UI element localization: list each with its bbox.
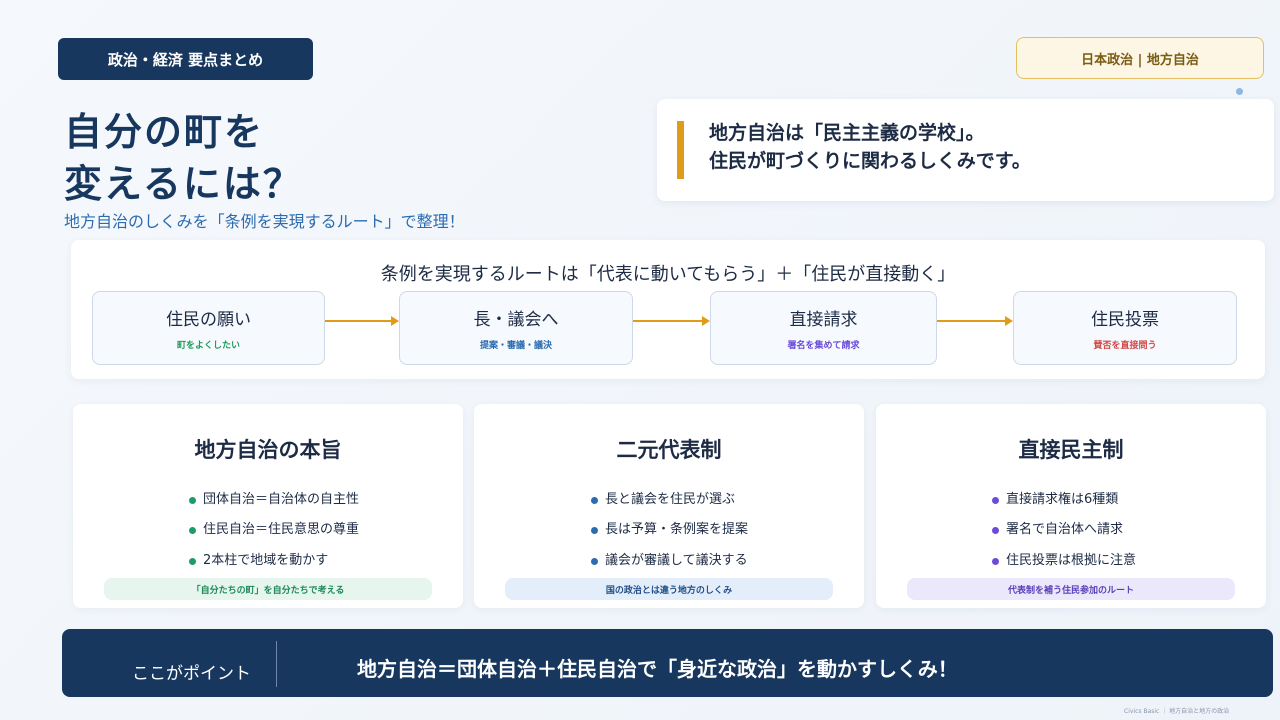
bullet-item: 長と議会を住民が選ぶ xyxy=(591,488,735,507)
key-point-bar: ここがポイント 地方自治＝団体自治＋住民自治で「身近な政治」を動かすしくみ！ xyxy=(62,629,1273,697)
quote-text: 地方自治は「民主主義の学校」。 住民が町づくりに関わるしくみです。 xyxy=(709,119,1031,175)
route-step-title: 住民の願い xyxy=(166,310,251,330)
route-step-title: 直接請求 xyxy=(789,310,858,330)
bullet-item: 団体自治＝自治体の自主性 xyxy=(189,488,359,507)
route-arrow xyxy=(325,316,399,326)
bullet-item: 署名で自治体へ請求 xyxy=(992,518,1123,537)
bullet-item: 住民自治＝住民意思の尊重 xyxy=(189,518,359,537)
bullet-dot-icon xyxy=(189,497,196,504)
bullet-dot-icon xyxy=(591,527,598,534)
route-step-title: 住民投票 xyxy=(1091,310,1159,330)
route-step-referendum: 住民投票 賛否を直接問う xyxy=(1013,291,1237,365)
route-step-sub: 賛否を直接問う xyxy=(1093,341,1157,351)
route-step-title: 長・議会へ xyxy=(473,310,559,330)
bullet-text: 住民投票は根拠に注意 xyxy=(1006,553,1137,568)
quote-line2: 住民が町づくりに関わるしくみです。 xyxy=(709,150,1031,172)
bullet-dot-icon xyxy=(189,527,196,534)
bullet-text: 議会が審議して議決する xyxy=(605,553,748,568)
topic-badge: 日本政治 | 地方自治 xyxy=(1016,37,1264,79)
card-title: 二元代表制 xyxy=(616,438,722,462)
bullet-dot-icon xyxy=(992,497,999,504)
bullet-text: 長と議会を住民が選ぶ xyxy=(605,492,736,507)
route-step-wish: 住民の願い 町をよくしたい xyxy=(92,291,325,365)
card-local-autonomy-principle: 地方自治の本旨 団体自治＝自治体の自主性 住民自治＝住民意思の尊重 2本柱で地域… xyxy=(73,404,463,608)
bullet-item: 2本柱で地域を動かす xyxy=(189,549,328,568)
quote-accent-bar xyxy=(677,121,684,179)
bullet-text: 署名で自治体へ請求 xyxy=(1006,522,1124,537)
bullet-item: 議会が審議して議決する xyxy=(591,549,748,568)
route-title: 条例を実現するルートは「代表に動いてもらう」＋「住民が直接動く」 xyxy=(380,264,956,285)
quote-card: 地方自治は「民主主義の学校」。 住民が町づくりに関わるしくみです。 xyxy=(657,99,1274,201)
route-card: 条例を実現するルートは「代表に動いてもらう」＋「住民が直接動く」 住民の願い 町… xyxy=(71,240,1265,379)
bullet-dot-icon xyxy=(591,497,598,504)
card-title: 地方自治の本旨 xyxy=(194,438,342,462)
bullet-dot-icon xyxy=(992,527,999,534)
card-tag: 国の政治とは違う地方のしくみ xyxy=(505,578,833,600)
footer-credit: Civics Basic ｜ 地方自治と地方の政治 xyxy=(1124,708,1230,715)
route-step-assembly: 長・議会へ 提案・審議・議決 xyxy=(399,291,633,365)
route-arrow xyxy=(937,316,1013,326)
decorative-dot xyxy=(1236,88,1243,95)
category-badge: 政治・経済 要点まとめ xyxy=(58,38,313,80)
key-point-label: ここがポイント xyxy=(132,664,251,684)
key-point-text: 地方自治＝団体自治＋住民自治で「身近な政治」を動かすしくみ！ xyxy=(357,657,958,681)
bullet-item: 直接請求権は6種類 xyxy=(992,488,1118,507)
route-step-sub: 町をよくしたい xyxy=(176,341,240,351)
route-step-direct-request: 直接請求 署名を集めて請求 xyxy=(710,291,937,365)
route-step-sub: 署名を集めて請求 xyxy=(787,341,860,351)
page-title-line2: 変えるには？ xyxy=(64,162,303,206)
card-title: 直接民主制 xyxy=(1018,438,1124,462)
card-dual-representation: 二元代表制 長と議会を住民が選ぶ 長は予算・条例案を提案 議会が審議して議決する… xyxy=(474,404,864,608)
bullet-dot-icon xyxy=(591,558,598,565)
bullet-item: 長は予算・条例案を提案 xyxy=(591,518,748,537)
card-direct-democracy: 直接民主制 直接請求権は6種類 署名で自治体へ請求 住民投票は根拠に注意 代表制… xyxy=(876,404,1266,608)
page-title-line1: 自分の町を xyxy=(64,110,265,154)
bullet-text: 団体自治＝自治体の自主性 xyxy=(203,492,360,507)
key-point-divider xyxy=(276,641,277,687)
bullet-dot-icon xyxy=(189,558,196,565)
category-badge-label: 政治・経済 要点まとめ xyxy=(107,50,264,69)
page-title: 自分の町を 変えるには？ xyxy=(64,106,303,210)
route-arrow xyxy=(633,316,710,326)
bullet-text: 住民自治＝住民意思の尊重 xyxy=(203,522,360,537)
bullet-text: 直接請求権は6種類 xyxy=(1006,492,1119,507)
page-subtitle: 地方自治のしくみを「条例を実現するルート」で整理！ xyxy=(64,212,465,231)
bullet-text: 2本柱で地域を動かす xyxy=(203,553,329,568)
quote-line1: 地方自治は「民主主義の学校」。 xyxy=(709,122,985,144)
bullet-dot-icon xyxy=(992,558,999,565)
bullet-text: 長は予算・条例案を提案 xyxy=(605,522,749,537)
route-step-sub: 提案・審議・議決 xyxy=(479,341,552,351)
card-tag: 「自分たちの町」を自分たちで考える xyxy=(104,578,432,600)
card-tag: 代表制を補う住民参加のルート xyxy=(907,578,1235,600)
bullet-item: 住民投票は根拠に注意 xyxy=(992,549,1136,568)
topic-badge-label: 日本政治 | 地方自治 xyxy=(1081,52,1199,68)
